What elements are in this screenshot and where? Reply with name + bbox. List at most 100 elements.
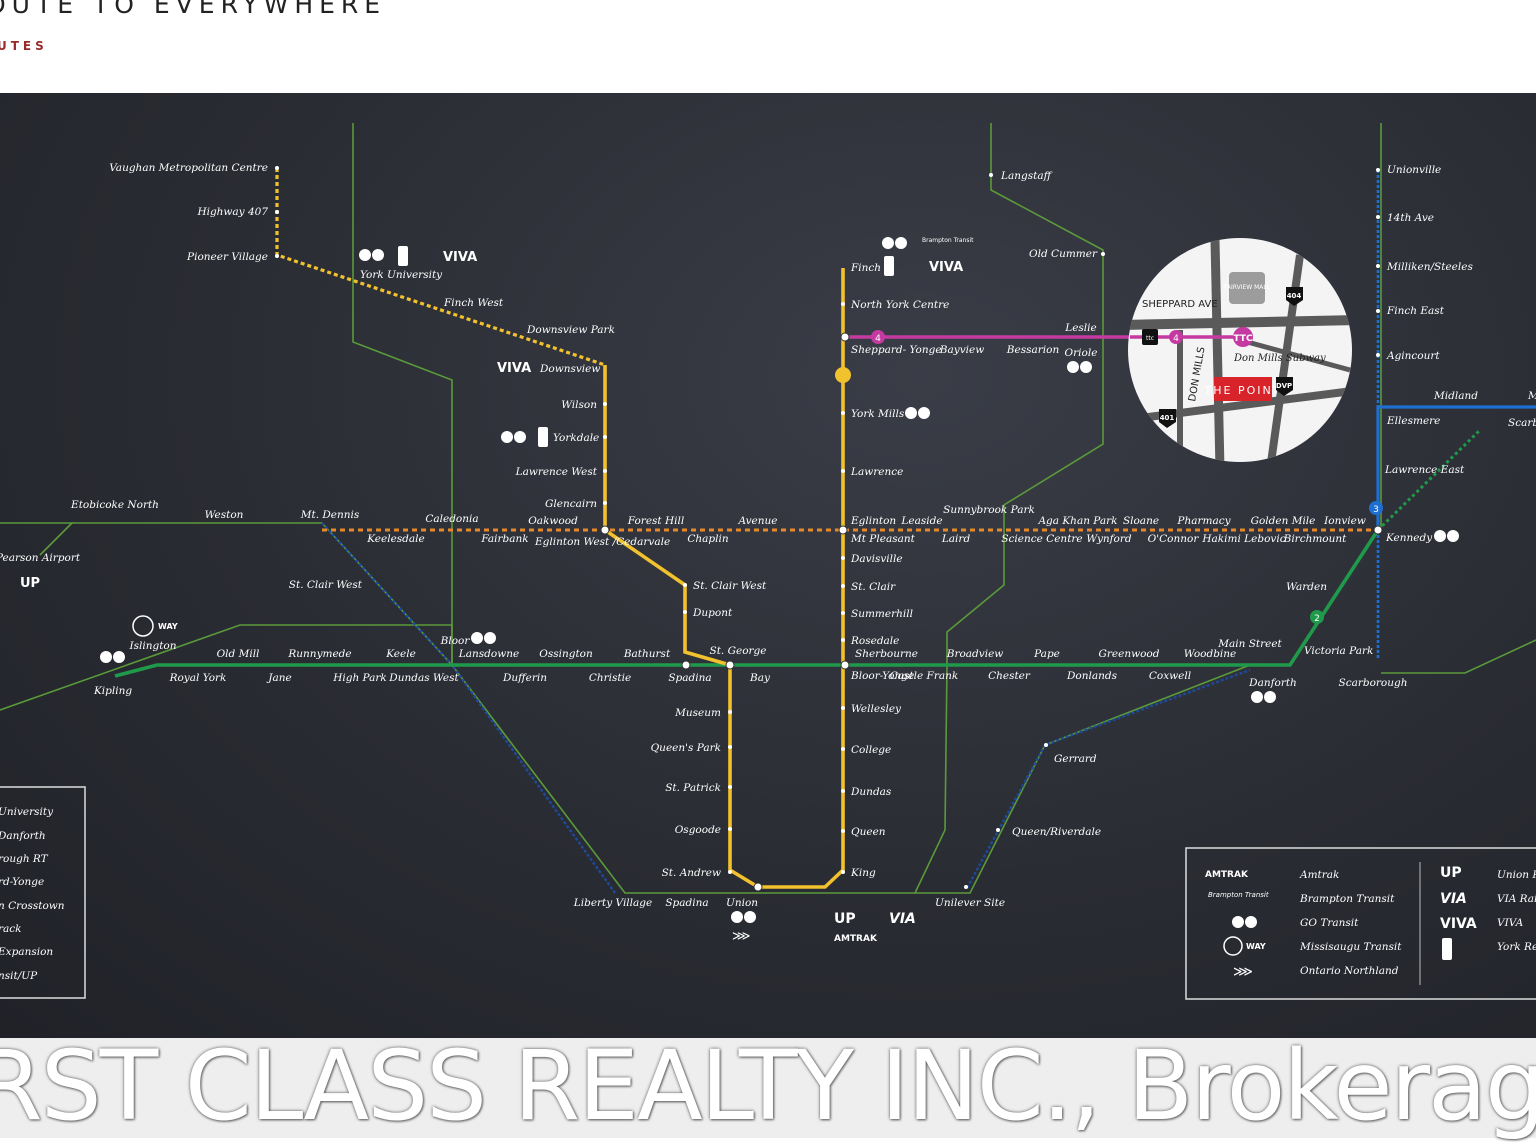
station-unionville: Unionville <box>1387 164 1441 176</box>
station-oakwood: Oakwood <box>528 515 578 527</box>
station-scarborough: Scarborough <box>1339 677 1408 689</box>
station-royalyork: Royal York <box>169 672 227 684</box>
station-king: King <box>850 867 876 879</box>
interchange-sheppard <box>840 332 850 342</box>
go-transit-icon-finch <box>882 237 907 249</box>
up-express-legend-icon: UP <box>1440 865 1462 881</box>
station-rosedale: Rosedale <box>850 635 899 647</box>
dvp-shield-icon <box>1276 377 1293 396</box>
station-bathurst: Bathurst <box>623 648 671 660</box>
station-agakhan: Aga Khan Park <box>1037 515 1117 527</box>
station-pearson: Pearson Airport <box>0 552 81 564</box>
viva-logo-finch: VIVA <box>929 260 963 275</box>
legend-left-item-3: rough RT <box>0 853 49 865</box>
legend-amtrak: Amtrak <box>1299 869 1339 881</box>
hwy401-shield-icon <box>1159 409 1176 428</box>
station-stclairw: St. Clair West <box>693 580 767 592</box>
dvp-label: DVP <box>1276 382 1292 390</box>
dot-wilson <box>603 402 607 406</box>
station-dundas: Dundas <box>850 786 892 798</box>
viva-legend-icon: VIVA <box>1440 916 1477 932</box>
dot-lawrence <box>841 469 845 473</box>
legend-left-item-7: Expansion <box>0 946 53 958</box>
transit-map: 4 4 3 2 Vaughan Metropolitan Centre High… <box>0 93 1536 1038</box>
station-hwy407: Highway 407 <box>196 206 268 218</box>
interchange-stgeorge <box>725 660 735 670</box>
station-keele: Keele <box>385 648 416 660</box>
station-midland: Midland <box>1433 390 1478 402</box>
dot-queenspark <box>728 745 732 749</box>
legend-left-item-2: Danforth <box>0 830 46 842</box>
miway-icon-islington: WAY <box>132 615 178 637</box>
brampton-icon-finch: Brampton Transit <box>922 237 974 244</box>
station-mainst: Main Street <box>1217 638 1282 650</box>
dot-rosedale <box>841 638 845 642</box>
inset-bus-icon <box>1142 329 1158 345</box>
interchange-union <box>753 882 763 892</box>
station-sunnybrook: Sunnybrook Park <box>943 504 1035 516</box>
go-transit-icon-bloor <box>471 632 496 644</box>
legend-via: VIA Rai <box>1497 893 1536 905</box>
legend-go: GO Transit <box>1300 917 1359 929</box>
station-scarbc: Scarb Centr <box>1508 417 1536 429</box>
line3-badge <box>1369 501 1383 515</box>
station-yorkmills: York Mills <box>851 408 905 420</box>
dot-oldcummer <box>1101 252 1105 256</box>
station-mtpleasant: Mt Pleasant <box>850 533 916 545</box>
dot-unilever <box>964 885 968 889</box>
yrt-legend-icon <box>1442 938 1452 960</box>
inset-road-side <box>1239 337 1351 373</box>
dot-agincourt <box>1376 353 1380 357</box>
station-birchmount: Birchmount <box>1283 533 1348 545</box>
station-stclair: St. Clair <box>851 581 896 593</box>
dot-davisville <box>841 556 845 560</box>
station-davisville: Davisville <box>850 553 903 565</box>
go-line-milton <box>0 624 453 711</box>
station-wilson: Wilson <box>561 399 597 411</box>
station-lawrence: Lawrence <box>850 466 903 478</box>
dot-stclairw <box>683 583 687 587</box>
dot-queen <box>841 829 845 833</box>
station-stpatrick: St. Patrick <box>665 782 721 794</box>
station-downsviewpark: Downsview Park <box>526 324 615 336</box>
station-kennedy: Kennedy <box>1385 532 1433 544</box>
dot-wellesley <box>841 706 845 710</box>
station-goldenmile: Golden Mile <box>1251 515 1316 527</box>
station-greenwood: Greenwood <box>1099 648 1160 660</box>
dot-nyc <box>841 302 845 306</box>
station-highpark: High Park <box>332 672 387 684</box>
legend-right: AMTRAK Brampton Transit WAY ⋙ Amtrak Bra… <box>1185 847 1536 1000</box>
page-title: OUTE TO EVERYWHERE <box>0 0 387 19</box>
station-oldcummer: Old Cummer <box>1029 248 1098 260</box>
dot-stclair <box>841 584 845 588</box>
go-line-barrie <box>352 123 453 665</box>
line2-extension <box>1376 428 1482 532</box>
station-labels: Vaughan Metropolitan Centre Highway 407 … <box>0 162 1536 909</box>
line1-badge <box>835 367 851 383</box>
legend-left-item-6: rack <box>0 923 22 935</box>
svg-text:WAY: WAY <box>158 622 178 631</box>
go-transit-icon-kipling <box>100 651 125 663</box>
viva-logo-downsview: VIVA <box>497 361 531 376</box>
station-gerrard: Gerrard <box>1054 753 1097 765</box>
station-agincourt: Agincourt <box>1386 350 1440 362</box>
station-islington: Islington <box>128 640 176 652</box>
interchange-spadina <box>681 660 691 670</box>
line3-badge-label: 3 <box>1373 505 1379 515</box>
legend-left-item-8: nsit/UP <box>0 970 38 982</box>
station-chaplin: Chaplin <box>687 533 728 545</box>
station-leslie: Leslie <box>1064 322 1097 334</box>
station-chester: Chester <box>988 670 1031 682</box>
legend-left-item-5: n Crosstown <box>0 900 65 912</box>
dot-lawrencew <box>603 469 607 473</box>
station-yorkdale: Yorkdale <box>553 432 599 444</box>
station-langstaff: Langstaff <box>1000 170 1053 182</box>
brokerage-watermark: RST CLASS REALTY INC., Brokerag <box>0 1030 1536 1142</box>
ontario-northland-legend-icon: ⋙ <box>1233 964 1253 980</box>
station-donlands: Donlands <box>1066 670 1118 682</box>
go-transit-icon-danforth <box>1251 691 1276 703</box>
station-sloane: Sloane <box>1123 515 1159 527</box>
station-unilever: Unilever Site <box>935 897 1005 909</box>
station-college: College <box>851 744 891 756</box>
dot-museum <box>728 710 732 714</box>
